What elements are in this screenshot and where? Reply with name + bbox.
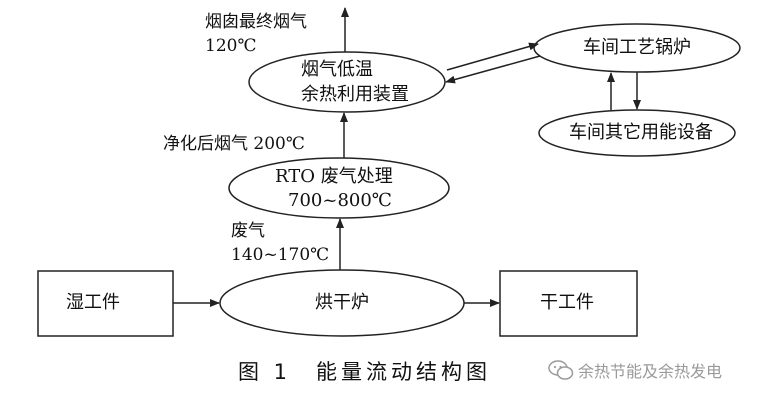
- wet-workpiece-label: 湿工件: [66, 292, 120, 313]
- dry-workpiece-label: 干工件: [540, 292, 594, 313]
- wechat-icon: [548, 360, 574, 380]
- heat-recovery-label-line2: 余热利用装置: [301, 84, 409, 105]
- arrow-recovery-to-boiler: [446, 42, 539, 71]
- heat-recovery-label-line1: 烟气低温: [301, 59, 373, 80]
- other-equipment-label: 车间其它用能设备: [569, 122, 713, 143]
- purified-flue-gas-label: 净化后烟气 200℃: [163, 134, 305, 154]
- arrow-boiler-to-recovery: [445, 55, 541, 84]
- figure-caption: 图 1 能量流动结构图: [238, 360, 492, 384]
- exhaust-label-line1: 废气: [231, 221, 265, 241]
- stack-flue-gas-label-line2: 120℃: [205, 36, 257, 56]
- wet-workpiece-box: [37, 270, 174, 337]
- other-equipment-ellipse: [538, 109, 736, 157]
- rto-label-line1: RTO 废气处理: [275, 166, 393, 187]
- stack-flue-gas-label-line1: 烟囱最终烟气: [205, 12, 307, 32]
- drying-oven-label: 烘干炉: [315, 292, 369, 313]
- watermark: 余热节能及余热发电: [548, 358, 722, 382]
- exhaust-label-line2: 140~170℃: [231, 245, 330, 265]
- rto-label-line2: 700~800℃: [288, 190, 392, 211]
- watermark-text: 余热节能及余热发电: [578, 362, 723, 381]
- workshop-boiler-label: 车间工艺锅炉: [583, 37, 691, 58]
- dry-workpiece-box: [499, 270, 638, 337]
